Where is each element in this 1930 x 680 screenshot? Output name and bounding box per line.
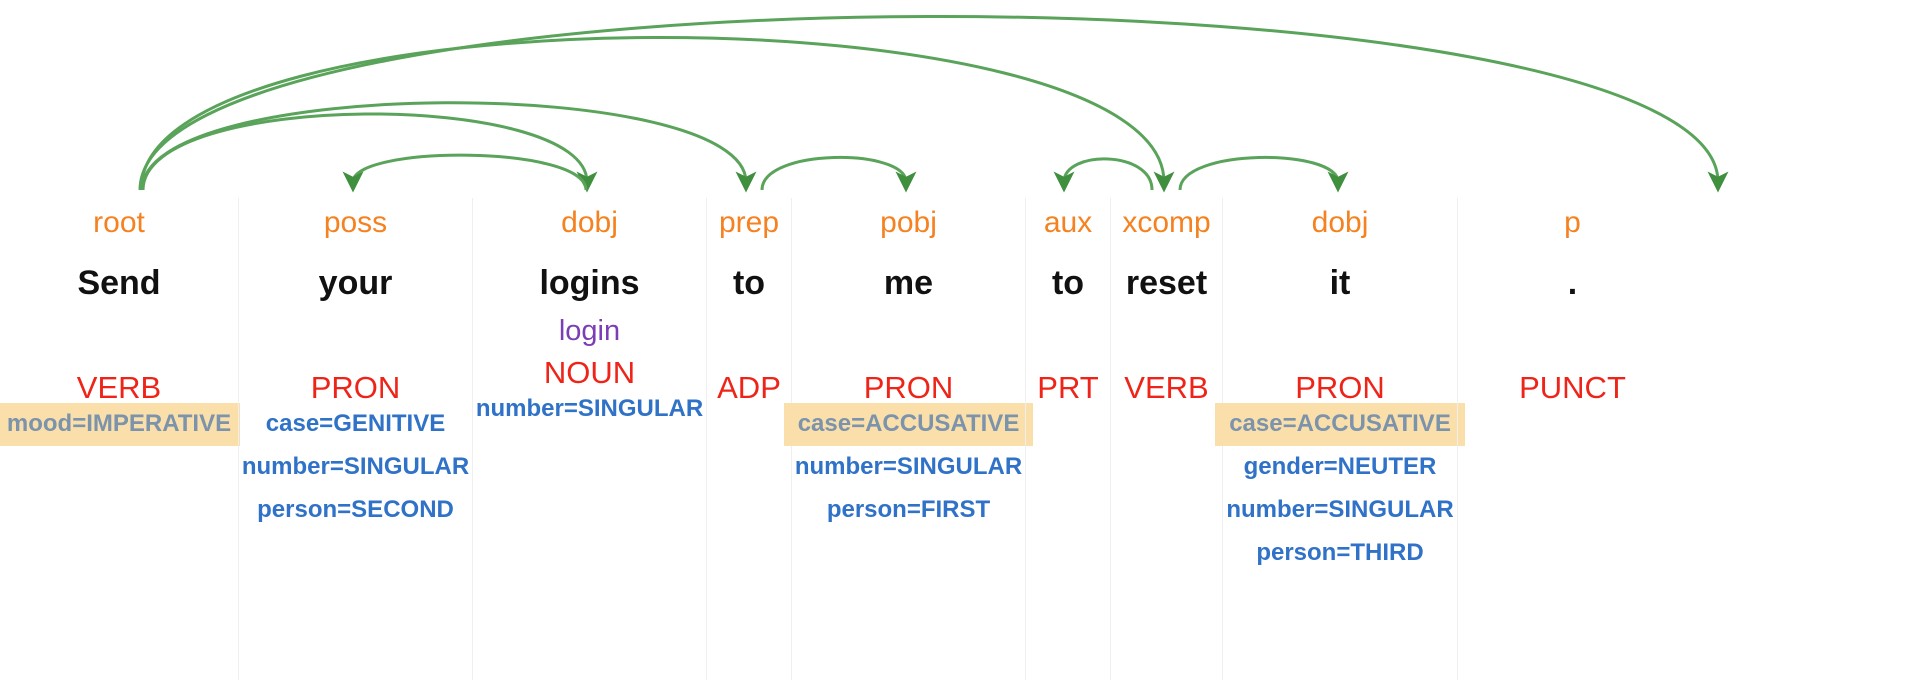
arc-aux — [1053, 157, 1154, 193]
token-word-me[interactable]: me — [883, 264, 934, 302]
token-word-logins[interactable]: logins — [539, 264, 640, 302]
feature-list-it: case=ACCUSATIVE gender=NEUTER number=SIN… — [1215, 403, 1465, 575]
arc-p — [138, 15, 1729, 193]
token-word-send[interactable]: Send — [77, 264, 161, 302]
token-word-your[interactable]: your — [318, 264, 393, 302]
feature-list-your: case=GENITIVE number=SINGULAR person=SEC… — [239, 403, 472, 532]
token-columns: root Send VERB mood=IMPERATIVE poss your… — [0, 198, 1930, 680]
pos-tag-pron[interactable]: PRON — [863, 370, 954, 405]
token-column-punct[interactable]: p . PUNCT — [1457, 198, 1687, 680]
feature-number[interactable]: number=SINGULAR — [475, 395, 704, 422]
pos-tag-verb[interactable]: VERB — [1124, 370, 1209, 405]
feature-person[interactable]: person=SECOND — [257, 496, 454, 523]
arc-xcomp — [139, 36, 1175, 193]
feature-list-logins: number=SINGULAR — [473, 388, 706, 431]
token-column-your[interactable]: poss your PRON case=GENITIVE number=SING… — [238, 198, 472, 680]
arc-dobj-it — [1178, 156, 1349, 193]
token-column-send[interactable]: root Send VERB mood=IMPERATIVE — [0, 198, 241, 680]
feature-gender[interactable]: gender=NEUTER — [1243, 453, 1437, 480]
token-column-reset[interactable]: xcomp reset VERB — [1110, 198, 1222, 680]
token-word-to[interactable]: to — [732, 264, 766, 302]
pos-tag-noun[interactable]: NOUN — [543, 355, 636, 390]
token-word-period[interactable]: . — [1567, 264, 1578, 302]
arc-dobj-logins — [141, 112, 598, 193]
arc-poss — [342, 153, 588, 193]
token-word-reset[interactable]: reset — [1125, 264, 1208, 302]
feature-number[interactable]: number=SINGULAR — [794, 453, 1023, 480]
feature-person[interactable]: person=FIRST — [826, 496, 991, 523]
pos-tag-adp[interactable]: ADP — [717, 370, 781, 405]
dep-label-prep[interactable]: prep — [718, 206, 780, 239]
token-column-me[interactable]: pobj me PRON case=ACCUSATIVE number=SING… — [783, 198, 1034, 680]
pos-tag-verb[interactable]: VERB — [76, 370, 162, 405]
dep-label-dobj[interactable]: dobj — [1311, 206, 1369, 239]
feature-case[interactable]: case=ACCUSATIVE — [783, 403, 1034, 446]
dep-label-poss[interactable]: poss — [323, 206, 388, 239]
dep-label-pobj[interactable]: pobj — [880, 206, 937, 239]
token-column-it[interactable]: dobj it PRON case=ACCUSATIVE gender=NEUT… — [1215, 198, 1465, 680]
pos-tag-pron[interactable]: PRON — [310, 370, 401, 405]
token-column-to-aux[interactable]: aux to PRT — [1025, 198, 1110, 680]
dep-label-root[interactable]: root — [93, 206, 145, 239]
token-column-to-prep[interactable]: prep to ADP — [706, 198, 791, 680]
dep-label-xcomp[interactable]: xcomp — [1122, 206, 1211, 239]
pos-tag-punct[interactable]: PUNCT — [1519, 370, 1626, 405]
feature-case[interactable]: case=ACCUSATIVE — [1215, 403, 1465, 446]
arc-pobj — [760, 155, 917, 193]
token-word-it[interactable]: it — [1329, 264, 1351, 302]
token-lemma-login[interactable]: login — [558, 315, 621, 347]
token-column-logins[interactable]: dobj logins login NOUN number=SINGULAR — [472, 198, 706, 680]
dep-label-p[interactable]: p — [1564, 206, 1581, 239]
feature-number[interactable]: number=SINGULAR — [1226, 496, 1454, 523]
dep-label-dobj[interactable]: dobj — [561, 206, 618, 239]
pos-tag-pron[interactable]: PRON — [1295, 370, 1385, 405]
token-word-to[interactable]: to — [1051, 264, 1085, 302]
feature-case[interactable]: case=GENITIVE — [265, 410, 446, 437]
arc-prep — [140, 101, 757, 193]
feature-list-send: mood=IMPERATIVE — [0, 403, 241, 446]
pos-tag-prt[interactable]: PRT — [1037, 370, 1099, 405]
feature-person[interactable]: person=THIRD — [1256, 539, 1424, 566]
feature-mood[interactable]: mood=IMPERATIVE — [0, 403, 241, 446]
feature-number[interactable]: number=SINGULAR — [241, 453, 470, 480]
feature-list-me: case=ACCUSATIVE number=SINGULAR person=F… — [783, 403, 1034, 532]
dep-label-aux[interactable]: aux — [1043, 206, 1093, 239]
